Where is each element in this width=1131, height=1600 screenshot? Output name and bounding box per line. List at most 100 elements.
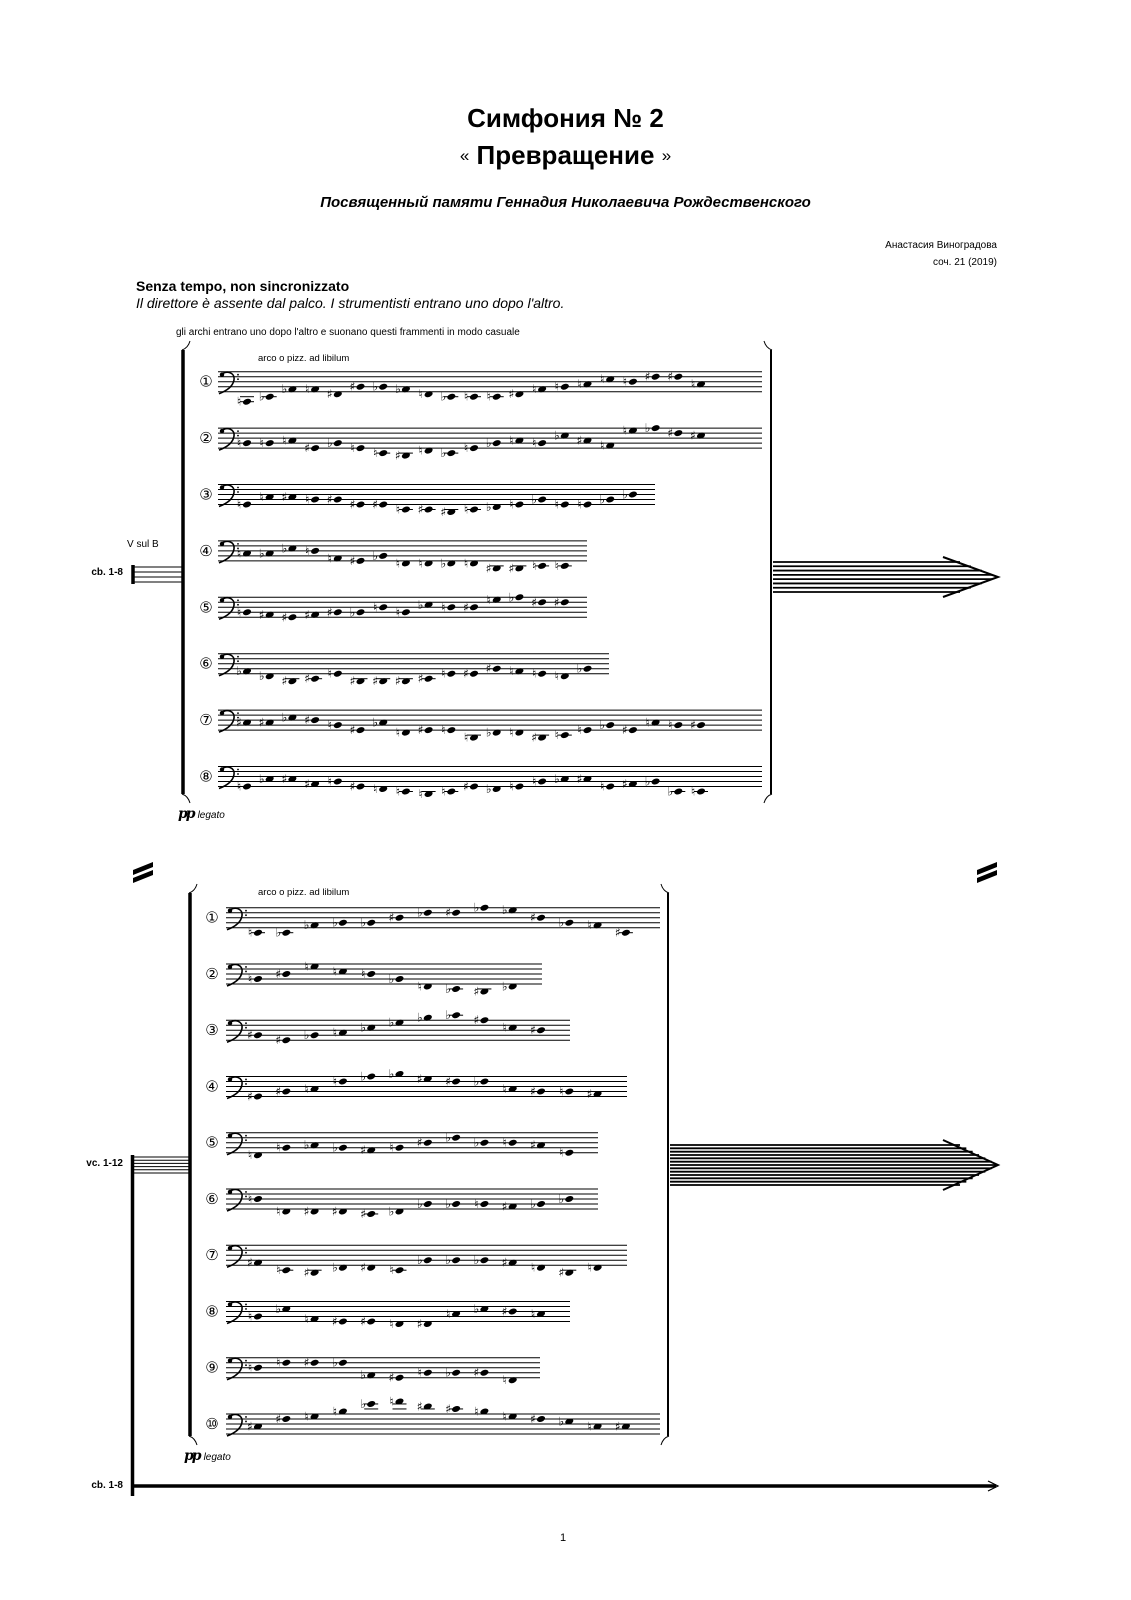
notehead xyxy=(423,1257,432,1264)
accidental-natural-icon: ♮ xyxy=(328,667,332,681)
notehead xyxy=(515,729,524,736)
notehead xyxy=(508,907,517,914)
notehead xyxy=(282,1208,291,1215)
dynamic-mark: pp xyxy=(178,806,196,822)
note: ♯ xyxy=(350,780,365,794)
notehead xyxy=(424,601,433,608)
note: ♮ xyxy=(559,1146,574,1160)
accidental-natural-icon: ♮ xyxy=(418,1366,422,1380)
note: ♮ xyxy=(396,605,410,619)
staff-10: ⑩♯♯♮♮♭♮♯♯♮♮♯♭♮♯ xyxy=(205,1394,660,1437)
notehead xyxy=(424,391,433,398)
notehead xyxy=(265,440,274,447)
notehead xyxy=(480,1408,489,1415)
accidental-natural-icon: ♮ xyxy=(532,775,536,789)
notehead xyxy=(452,985,461,992)
bass-clef-icon xyxy=(226,1357,247,1381)
accidental-natural-icon: ♮ xyxy=(600,439,604,453)
accidental-flat-icon: ♭ xyxy=(417,1011,423,1025)
slash-mark xyxy=(133,862,153,875)
notehead xyxy=(401,678,410,685)
note: ♯ xyxy=(690,429,706,443)
note: ♮ xyxy=(464,503,481,517)
clef-curve xyxy=(226,1413,243,1437)
accidental-sharp-icon: ♯ xyxy=(531,731,537,745)
clef-dot xyxy=(227,1414,233,1420)
note: ♯ xyxy=(463,600,479,614)
accidental-flat-icon: ♭ xyxy=(445,1131,451,1145)
note: ♭ xyxy=(599,718,615,732)
accidental-flat-icon: ♭ xyxy=(417,1197,423,1211)
notehead xyxy=(310,1208,319,1215)
notehead xyxy=(651,719,660,726)
notehead xyxy=(423,1200,432,1207)
note: ♭ xyxy=(275,1302,291,1316)
notehead xyxy=(508,983,517,990)
notehead xyxy=(288,494,297,500)
accidental-sharp-icon: ♯ xyxy=(417,1399,423,1413)
clef-curve xyxy=(226,907,243,931)
arrow-head-icon xyxy=(942,1139,1001,1191)
accidental-sharp-icon: ♯ xyxy=(304,1204,310,1218)
accidental-natural-icon: ♮ xyxy=(577,498,581,512)
note: ♮ xyxy=(623,375,637,389)
note: ♮ xyxy=(531,1307,546,1321)
note: ♯ xyxy=(445,906,461,920)
notehead xyxy=(379,604,388,611)
accidental-flat-icon: ♭ xyxy=(332,1261,338,1275)
note: ♯ xyxy=(473,1013,489,1027)
staff-number: ③ xyxy=(199,486,212,504)
note: ♮ xyxy=(237,546,252,560)
note: ♯ xyxy=(259,716,274,730)
accidental-flat-icon: ♭ xyxy=(554,429,560,443)
notehead xyxy=(452,1369,461,1376)
accidental-natural-icon: ♮ xyxy=(276,1141,280,1155)
bass-clef-icon xyxy=(226,1132,247,1156)
notehead xyxy=(311,386,320,393)
notehead xyxy=(379,719,388,726)
note: ♭ xyxy=(486,500,501,514)
accidental-natural-icon: ♮ xyxy=(276,1356,280,1370)
note: ♯ xyxy=(327,387,342,401)
accidental-sharp-icon: ♯ xyxy=(304,713,310,727)
accidental-natural-icon: ♮ xyxy=(487,390,491,404)
note: ♮ xyxy=(304,959,319,973)
staff-3: ③♯♯♭♮♭♭♭♭♯♮♯ xyxy=(205,1008,570,1047)
note: ♯ xyxy=(473,984,492,998)
clef-dot xyxy=(237,599,239,602)
staff-4: ④♯♯♮♮♭♭♯♯♭♮♯♮♯ xyxy=(205,1067,627,1103)
notehead xyxy=(401,729,410,736)
accidental-sharp-icon: ♯ xyxy=(463,600,469,614)
notehead xyxy=(560,432,569,439)
accidental-flat-icon: ♭ xyxy=(577,662,583,676)
note: ♯ xyxy=(281,610,297,624)
accidental-flat-icon: ♭ xyxy=(275,1302,281,1316)
note: ♮ xyxy=(464,390,481,404)
notehead xyxy=(508,1085,517,1092)
accidental-sharp-icon: ♯ xyxy=(463,667,469,681)
note: ♭ xyxy=(417,1011,432,1025)
staff-5: ⑤♮♯♯♯♯♭♮♮♭♮♯♮♭♯♯ xyxy=(199,590,587,624)
staff-number: ⑦ xyxy=(205,1246,218,1264)
accidental-sharp-icon: ♯ xyxy=(690,429,696,443)
notehead xyxy=(282,1144,291,1151)
clef-curve xyxy=(218,766,235,790)
note: ♯ xyxy=(530,911,546,925)
staff-8: ⑧♮♭♮♯♯♮♯♮♭♯♮ xyxy=(205,1300,570,1331)
note: ♭ xyxy=(577,662,592,676)
accidental-flat-icon: ♭ xyxy=(332,916,338,930)
accidental-flat-icon: ♭ xyxy=(350,605,356,619)
accidental-sharp-icon: ♯ xyxy=(508,561,514,575)
note: ♮ xyxy=(237,780,252,794)
clef-dot xyxy=(237,486,239,489)
clef-dot xyxy=(237,655,239,658)
accidental-flat-icon: ♭ xyxy=(667,785,673,799)
accidental-natural-icon: ♮ xyxy=(328,551,332,565)
accidental-flat-icon: ♭ xyxy=(389,1016,395,1030)
notehead xyxy=(480,1078,489,1085)
notehead xyxy=(492,665,501,672)
notehead xyxy=(333,670,342,677)
notehead xyxy=(338,1318,347,1325)
notehead xyxy=(288,614,297,621)
staff-number: ⑥ xyxy=(199,655,212,673)
